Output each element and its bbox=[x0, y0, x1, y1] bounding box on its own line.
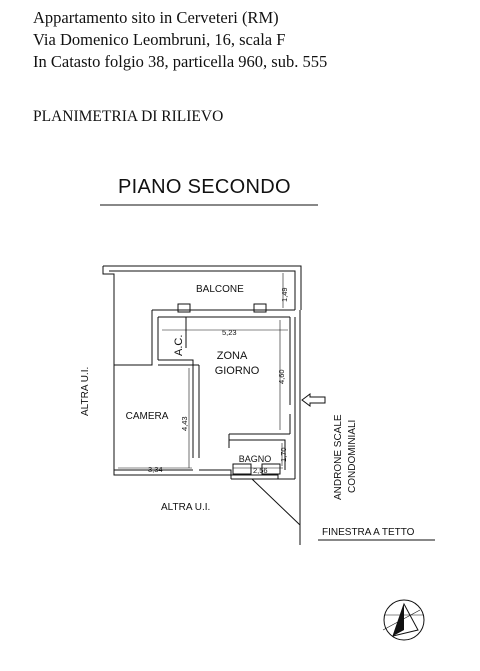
label-androne-1: ANDRONE SCALE bbox=[333, 414, 344, 500]
label-altra-bottom: ALTRA U.I. bbox=[161, 502, 210, 513]
dim-height-camera: 4,43 bbox=[180, 416, 189, 431]
north-arrow-icon bbox=[382, 599, 425, 641]
header-line-3: In Catasto folgio 38, particella 960, su… bbox=[33, 52, 328, 71]
dim-height-zona: 4,60 bbox=[277, 369, 286, 384]
label-finestra: FINESTRA A TETTO bbox=[322, 527, 415, 538]
header-line-1: Appartamento sito in Cerveteri (RM) bbox=[33, 8, 279, 27]
subtitle: PLANIMETRIA DI RILIEVO bbox=[33, 108, 224, 125]
header-line-2: Via Domenico Leombruni, 16, scala F bbox=[33, 30, 286, 49]
floor-title: PIANO SECONDO bbox=[118, 176, 291, 198]
dim-width-top: 5,23 bbox=[222, 328, 237, 337]
room-zona: ZONA bbox=[217, 350, 248, 362]
entrance-arrow-icon bbox=[301, 393, 326, 407]
dim-balcone-depth: 1,49 bbox=[280, 287, 289, 302]
room-ac: A.C. bbox=[173, 335, 185, 356]
dim-width-camera: 3,34 bbox=[148, 465, 163, 474]
dimension-lines bbox=[118, 273, 288, 469]
room-balcone: BALCONE bbox=[196, 284, 244, 295]
room-camera: CAMERA bbox=[126, 411, 169, 422]
walls bbox=[102, 265, 435, 545]
dim-bagno-height: 1,70 bbox=[279, 447, 288, 462]
room-bagno: BAGNO bbox=[239, 454, 272, 464]
label-altra-left: ALTRA U.I. bbox=[80, 367, 91, 416]
room-giorno: GIORNO bbox=[215, 365, 260, 377]
dim-bagno-width: 2,56 bbox=[253, 466, 268, 475]
label-androne-2: CONDOMINIALI bbox=[347, 420, 358, 493]
